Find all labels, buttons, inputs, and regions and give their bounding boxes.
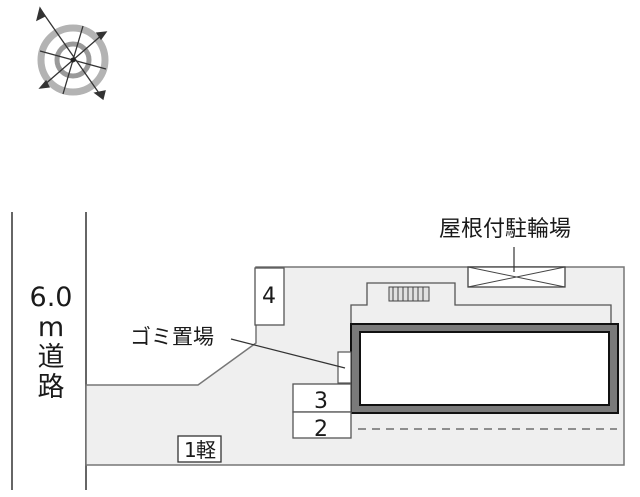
road-label: 6.0 m 道 路 — [20, 283, 82, 403]
parking-space-3 — [292, 383, 352, 413]
parking-space-2 — [292, 411, 352, 439]
building — [350, 323, 619, 414]
road-name-2: 路 — [37, 372, 65, 403]
svg-text:1: 1 — [184, 438, 197, 462]
stairs-icon — [388, 286, 430, 302]
svg-text:軽: 軽 — [196, 438, 216, 462]
bicycle-parking-area — [467, 266, 566, 288]
parking-space-4 — [254, 267, 285, 326]
parking-space-1-light: 1 軽 — [177, 435, 222, 463]
bicycle-parking-label: 屋根付駐輪場 — [439, 217, 571, 242]
road-name-1: 道 — [37, 342, 65, 373]
parking-number-4: 4 — [262, 284, 276, 309]
compass-north-arrow-icon — [36, 6, 109, 101]
road-width: 6.0 — [29, 282, 73, 313]
entrance-outline — [350, 282, 612, 325]
garbage-area-leader — [230, 338, 346, 369]
road-unit: m — [37, 312, 65, 343]
garbage-area-label: ゴミ置場 — [130, 325, 214, 349]
parking-number-2: 2 — [314, 417, 328, 442]
parking-number-3: 3 — [314, 389, 328, 414]
